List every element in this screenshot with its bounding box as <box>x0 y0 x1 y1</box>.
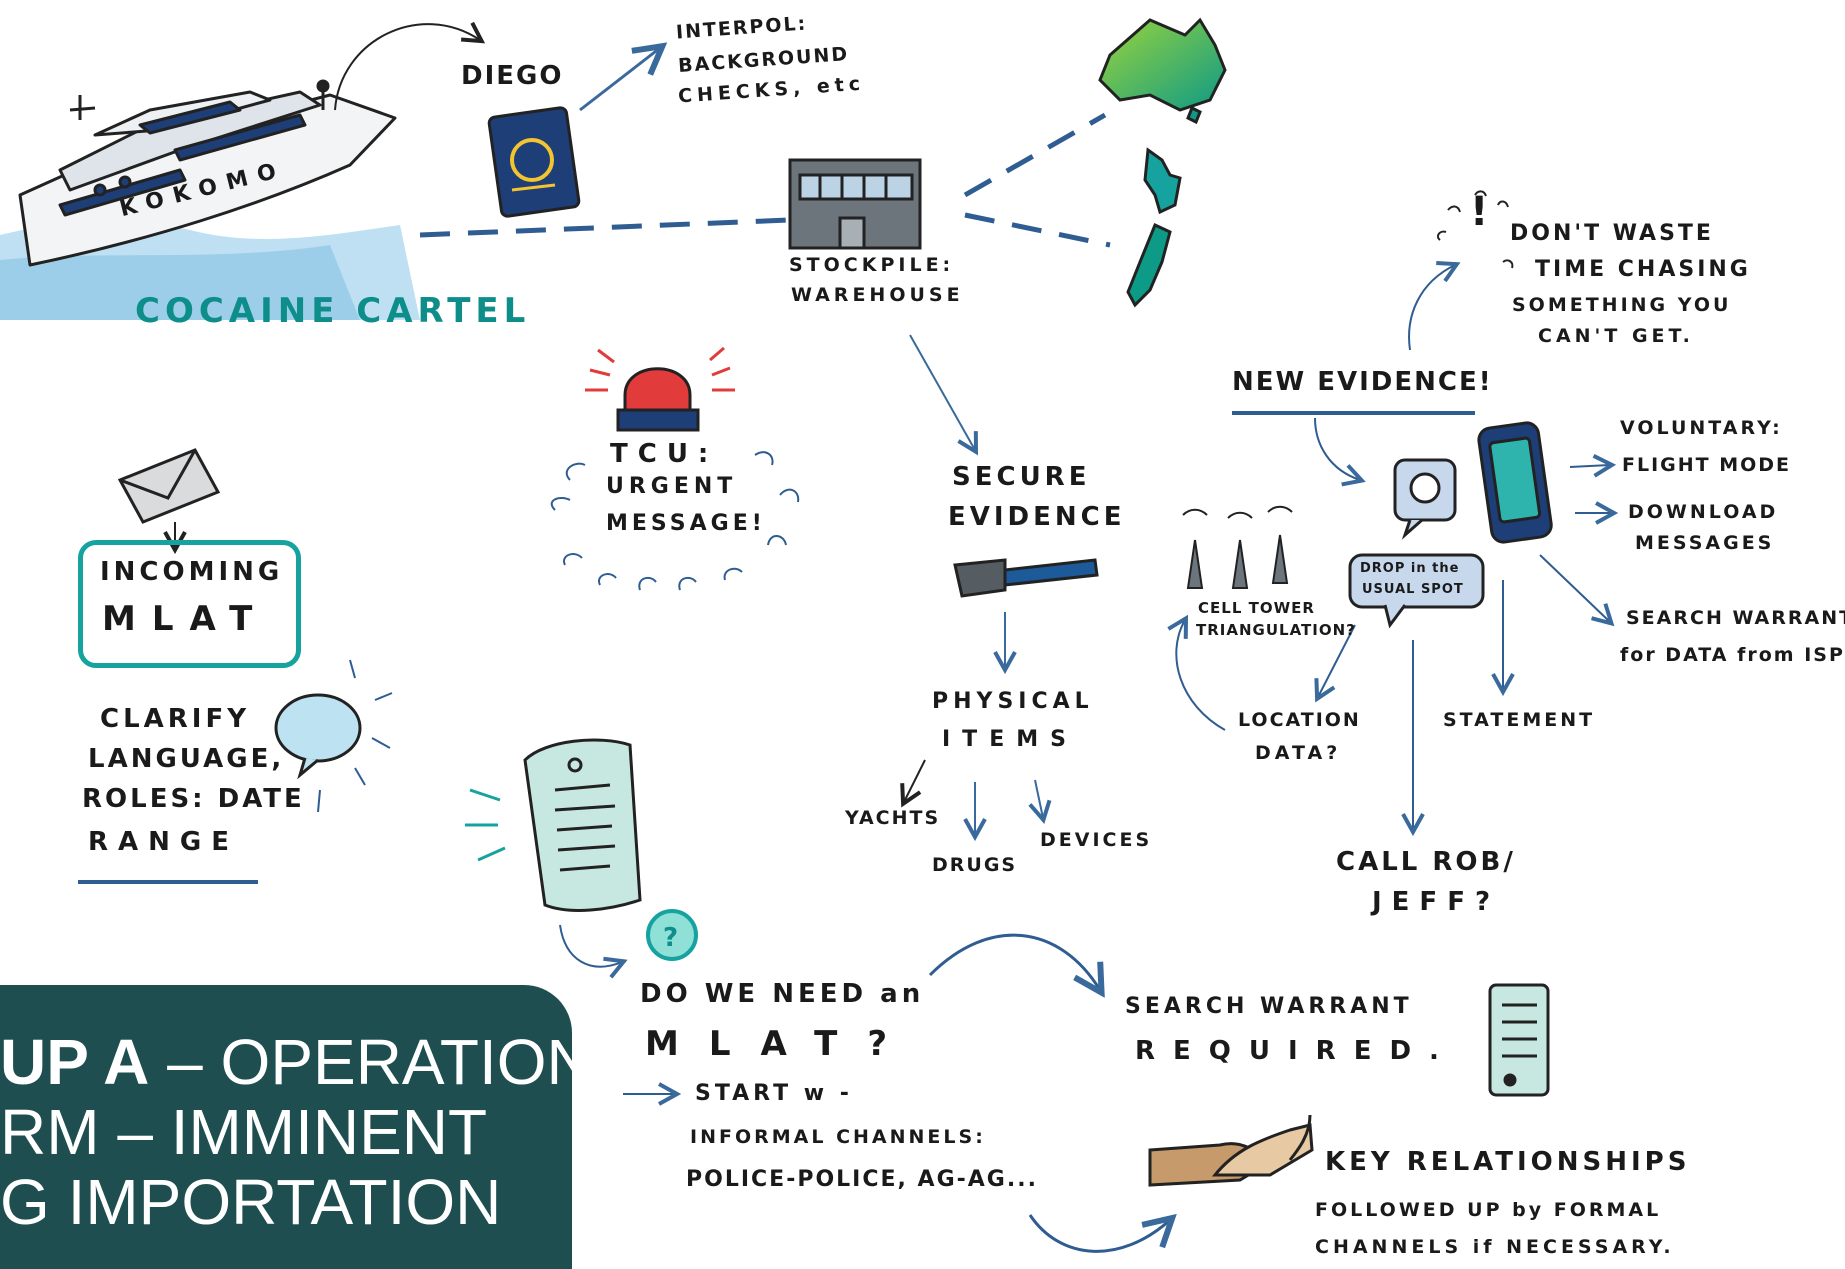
clarify-line1: CLARIFY <box>100 704 251 734</box>
location-line2: DATA? <box>1255 742 1342 764</box>
stockpile-line1: STOCKPILE: <box>789 254 955 276</box>
stockpile-to-secure-arrow <box>909 334 975 450</box>
physical-line1: PHYSICAL <box>932 689 1094 714</box>
banner-line3: G IMPORTATION <box>0 1166 502 1238</box>
devices-label: DEVICES <box>1040 829 1153 851</box>
tcu-line1: TCU: <box>610 439 719 469</box>
question-rays <box>317 659 393 813</box>
banner-line2: RM – IMMINENT <box>0 1096 488 1168</box>
to-flight-arrow <box>1569 465 1610 467</box>
new-evidence-to-device-arrow <box>1314 417 1360 480</box>
warehouse-icon <box>788 158 922 250</box>
tcu-line3: MESSAGE! <box>606 511 766 536</box>
drugs-label: DRUGS <box>932 854 1018 876</box>
scroll-rays <box>465 788 506 862</box>
physical-line2: ITEMS <box>942 727 1078 752</box>
clarify-line4: RANGE <box>88 827 240 857</box>
to-search-isp-arrow <box>1539 554 1610 622</box>
phone-icon <box>1477 421 1553 544</box>
statement-label: STATEMENT <box>1443 709 1596 731</box>
voluntary-line2: FLIGHT MODE <box>1622 454 1792 476</box>
incoming-mlat-box <box>78 540 301 668</box>
document-scroll-icon <box>523 738 642 912</box>
australia-map <box>1098 17 1227 125</box>
dont-waste-line1: DON'T WASTE <box>1510 221 1714 246</box>
to-dont-waste-arrow <box>1408 265 1455 351</box>
need-mlat-line2: MLAT? <box>645 1024 918 1064</box>
dont-waste-line3: SOMETHING YOU <box>1512 294 1732 316</box>
svg-text:?: ? <box>663 923 678 953</box>
passport-icon <box>487 106 581 218</box>
tcu-line2: URGENT <box>606 474 738 499</box>
question-bubble-icon <box>274 693 362 780</box>
clarify-line3: ROLES: DATE <box>82 784 305 814</box>
clarify-line2: LANGUAGE, <box>88 744 285 774</box>
warrant-document-icon <box>1488 983 1550 1097</box>
cell-tower-line2: TRIANGULATION? <box>1196 621 1356 639</box>
need-mlat-line1: DO WE NEED an <box>640 979 925 1009</box>
new-zealand-map <box>1126 147 1182 308</box>
diego-label: DIEGO <box>461 61 564 91</box>
envelope-icon <box>117 448 221 524</box>
diego-to-interpol-arrow <box>579 48 660 112</box>
mlat-line1: INCOMING <box>100 557 284 587</box>
cell-tower-line1: CELL TOWER <box>1198 599 1315 617</box>
tcu-bubble <box>550 451 800 591</box>
to-location-arrow <box>1318 624 1356 697</box>
mlat-to-warrant-arrow <box>928 933 1100 990</box>
banner-line1-rest: – OPERATION <box>149 1026 572 1098</box>
informal-to-formal-arrow <box>1028 1215 1170 1253</box>
call-line1: CALL ROB/ <box>1336 847 1516 877</box>
search-required-line1: SEARCH WARRANT <box>1125 994 1413 1019</box>
drop-bubble-shape <box>1348 553 1485 629</box>
warehouse-to-nz-dashed <box>964 212 1111 248</box>
search-isp-line2: for DATA from ISP <box>1620 644 1845 666</box>
dont-waste-line4: CAN'T GET. <box>1538 325 1694 347</box>
group-banner: UP A – OPERATION RM – IMMINENT G IMPORTA… <box>0 985 572 1269</box>
chat-device-icon <box>1393 458 1457 540</box>
boat-to-warehouse-dashed <box>419 217 791 238</box>
banner-line1: UP A – OPERATION <box>0 1030 572 1094</box>
search-isp-line1: SEARCH WARRANT <box>1626 607 1845 629</box>
yachts-label: YACHTS <box>845 807 941 829</box>
download-line2: MESSAGES <box>1635 532 1775 554</box>
voluntary-line1: VOLUNTARY: <box>1620 417 1783 439</box>
download-line1: DOWNLOAD <box>1628 501 1779 523</box>
key-relationships-line2: CHANNELS if NECESSARY. <box>1315 1236 1675 1258</box>
mlat-line2: MLAT <box>102 599 269 639</box>
new-evidence-label: NEW EVIDENCE! <box>1232 367 1493 397</box>
cartel-label: COCAINE CARTEL <box>135 291 531 331</box>
need-mlat-line4: INFORMAL CHANNELS: <box>690 1126 986 1148</box>
to-devices-arrow <box>1035 779 1043 818</box>
location-to-tower-arrow <box>1176 620 1226 731</box>
question-circle-icon: ? <box>646 909 698 961</box>
search-required-line2: REQUIRED. <box>1135 1036 1457 1066</box>
exclaim-mark: ! <box>1470 189 1491 235</box>
secure-line1: SECURE <box>952 462 1091 492</box>
exclaim-rays <box>1436 190 1514 269</box>
flashlight-icon <box>953 558 1099 598</box>
banner-bold: UP A <box>0 1026 150 1098</box>
boat-to-diego-arrow <box>334 24 480 111</box>
handshake-icon <box>1148 1114 1314 1187</box>
siren-icon <box>585 346 735 432</box>
dont-waste-line2: TIME CHASING <box>1535 257 1751 282</box>
stockpile-line2: WAREHOUSE <box>791 284 964 306</box>
yacht-illustration <box>18 79 397 267</box>
cell-tower-icon <box>1182 505 1293 589</box>
location-line1: LOCATION <box>1238 709 1361 731</box>
need-mlat-line5: POLICE-POLICE, AG-AG... <box>686 1167 1038 1192</box>
drop-bubble-line2: USUAL SPOT <box>1362 582 1464 597</box>
drop-bubble-line1: DROP in the <box>1360 561 1460 576</box>
warehouse-to-australia-dashed <box>963 112 1107 198</box>
key-relationships-title: KEY RELATIONSHIPS <box>1325 1147 1691 1177</box>
scroll-to-mlat-arrow <box>559 924 622 967</box>
need-mlat-line3: START w - <box>695 1081 853 1106</box>
call-line2: JEFF? <box>1372 887 1501 917</box>
to-yachts-arrow <box>904 759 926 802</box>
secure-line2: EVIDENCE <box>948 502 1126 532</box>
key-relationships-line1: FOLLOWED UP by FORMAL <box>1315 1199 1662 1221</box>
